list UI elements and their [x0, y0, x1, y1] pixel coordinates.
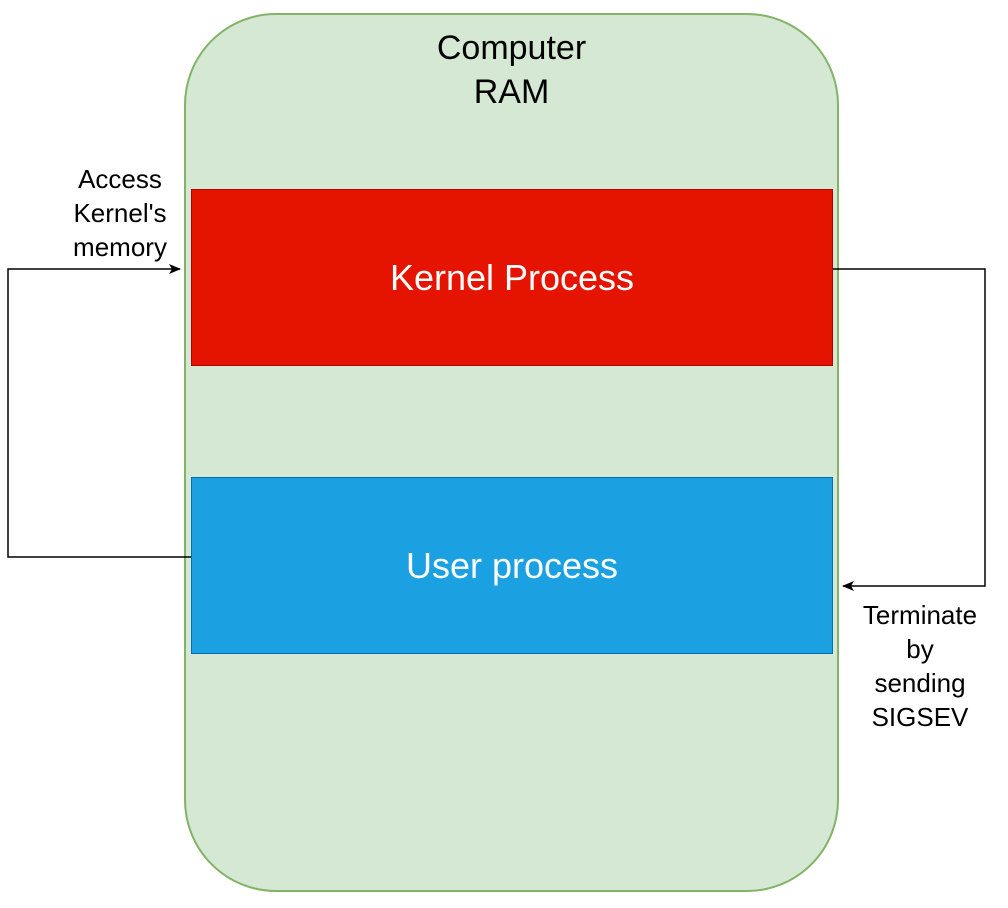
computer-ram-container: [184, 13, 839, 892]
access-kernel-memory-arrow: [7, 264, 191, 558]
kernel-process-box: Kernel Process: [191, 189, 833, 366]
terminate-sigsev-arrow: [833, 268, 986, 591]
user-process-box: User process: [191, 477, 833, 654]
kernel-process-label: Kernel Process: [389, 256, 635, 298]
computer-ram-title: Computer RAM: [436, 29, 587, 111]
user-process-label: User process: [405, 544, 619, 586]
terminate-sigsev-label: Terminate by sending SIGSEV: [862, 600, 978, 732]
access-kernel-memory-label: Access Kernel's memory: [73, 164, 167, 262]
